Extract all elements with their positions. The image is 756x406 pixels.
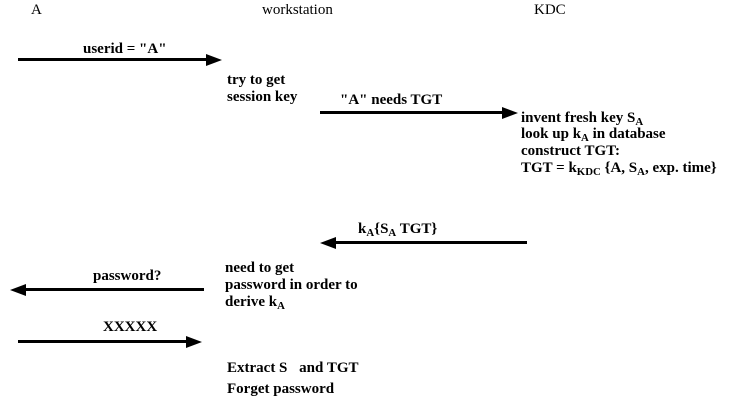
note-line-tgt-formula: TGT = kKDC {A, SA, exp. time} [521,160,717,177]
note-workstation-try-session-key: try to get session key [227,72,297,106]
subscript: A [635,116,644,129]
note-kdc-actions: invent fresh key SA look up kA in databa… [521,110,717,177]
arrow-line-needs-tgt [320,111,506,114]
message-label-userid: userid = "A" [83,41,167,57]
column-header-kdc: KDC [534,2,566,18]
subscript: A [581,132,589,145]
message-label-password-entry: XXXXX [103,319,158,335]
subscript: KDC [576,166,601,179]
message-label-ka-sa-tgt: kA{SA TGT} [358,221,438,240]
note-line-lookup-key: look up kA in database [521,126,717,145]
note-line-invent-key: invent fresh key SA [521,110,717,127]
message-label-password-request: password? [93,268,162,284]
note-text: derive k [225,294,278,310]
note-text: invent fresh key S [521,110,636,126]
note-text: TGT = k [521,160,577,176]
arrow-line-userid [18,58,210,61]
note-text: in database [588,126,666,142]
note-text: {A, S [600,160,638,176]
note-text: , exp. time} [644,160,717,176]
subscript: A [388,227,397,240]
note-text: look up k [521,126,582,142]
column-header-workstation: workstation [262,2,333,18]
note-line-derive-key: derive kA [225,294,358,311]
note-workstation-extract: Extract S and TGT Forget password [227,358,359,400]
note-line-extract: Extract S and TGT [227,358,359,379]
note-line: need to get [225,260,295,276]
message-text: TGT} [396,221,438,237]
note-line: session key [227,89,298,105]
arrow-head-password-request [10,283,26,296]
arrow-line-ka-sa-tgt [336,241,527,244]
note-text: Extract S [227,360,288,376]
note-line: try to get [227,72,286,88]
arrow-line-password-request [26,288,204,291]
arrow-head-password-entry [186,335,202,348]
message-label-needs-tgt: "A" needs TGT [340,92,443,108]
message-text: {S [374,221,389,237]
arrow-head-ka-sa-tgt [320,236,336,249]
arrow-line-password-entry [18,340,190,343]
subscript: A [366,227,375,240]
subscript: A [277,300,285,313]
arrow-head-userid [206,53,222,66]
note-line-construct-tgt: construct TGT: [521,143,621,159]
column-header-client: A [31,2,42,18]
subscript: A [637,166,645,179]
arrow-head-needs-tgt [502,106,518,119]
message-text: k [358,221,367,237]
note-workstation-need-password: need to get password in order to derive … [225,260,358,311]
note-line: password in order to [225,277,358,293]
note-line-forget-password: Forget password [227,381,335,397]
note-text: and TGT [295,360,359,376]
